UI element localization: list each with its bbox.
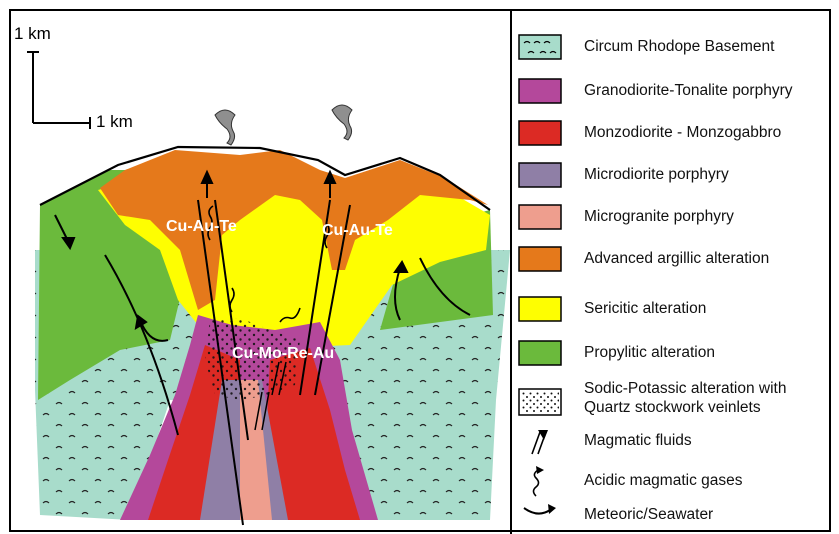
microgranite-swatch <box>518 204 562 230</box>
argillic-swatch <box>518 246 562 272</box>
legend-item-argillic: Advanced argillic alteration <box>518 246 836 282</box>
legend-divider <box>510 9 512 534</box>
legend-item-granodiorite: Granodiorite-Tonalite porphyry <box>518 78 836 114</box>
legend-label: Advanced argillic alteration <box>584 250 769 268</box>
legend-item-propylitic: Propylitic alteration <box>518 340 836 376</box>
legend-item-microdiorite: Microdiorite porphyry <box>518 162 836 198</box>
legend-item-microgranite: Microgranite porphyry <box>518 204 836 240</box>
basement-swatch <box>518 34 562 60</box>
propylitic-swatch <box>518 340 562 366</box>
ore-label-right: Cu-Au-Te <box>322 222 393 240</box>
legend-label: Monzodiorite - Monzogabbro <box>584 124 781 142</box>
legend-label: Sodic-Potassic alteration with <box>584 380 786 398</box>
scale-bar <box>27 52 90 129</box>
smoke-plumes <box>215 105 352 145</box>
legend-label: Microdiorite porphyry <box>584 166 729 184</box>
squiggle-arrow-icon <box>518 466 562 498</box>
legend-label: Meteoric/Seawater <box>584 506 713 524</box>
microdiorite-swatch <box>518 162 562 188</box>
legend-label-line2: Quartz stockwork veinlets <box>584 399 761 417</box>
legend-label: Acidic magmatic gases <box>584 472 743 490</box>
legend-label: Microgranite porphyry <box>584 208 734 226</box>
monzodiorite-swatch <box>518 120 562 146</box>
legend-label: Granodiorite-Tonalite porphyry <box>584 82 793 100</box>
ore-label-center: Cu-Mo-Re-Au <box>232 345 334 363</box>
legend-item-magmatic-fluids: Magmatic fluids <box>518 428 836 464</box>
porphyry-cross-section <box>0 0 510 534</box>
double-arrow-icon <box>518 428 562 458</box>
legend-label: Magmatic fluids <box>584 432 692 450</box>
legend-item-sericitic: Sericitic alteration <box>518 296 836 332</box>
legend-item-basement: Circum Rhodope Basement <box>518 34 836 70</box>
curved-arrow-icon <box>518 500 562 530</box>
legend-label: Sericitic alteration <box>584 300 706 318</box>
sericitic-swatch <box>518 296 562 322</box>
legend-label: Propylitic alteration <box>584 344 715 362</box>
dots-swatch <box>518 388 562 416</box>
legend-item-acidic-gases: Acidic magmatic gases <box>518 466 836 502</box>
scale-vertical-label: 1 km <box>14 24 51 44</box>
legend-label: Circum Rhodope Basement <box>584 38 774 56</box>
scale-horizontal-label: 1 km <box>96 112 133 132</box>
legend-item-sodic-potassic: Sodic-Potassic alteration with Quartz st… <box>518 382 836 426</box>
legend-item-meteoric: Meteoric/Seawater <box>518 500 836 530</box>
ore-label-left: Cu-Au-Te <box>166 218 237 236</box>
legend-item-monzodiorite: Monzodiorite - Monzogabbro <box>518 120 836 156</box>
granodiorite-swatch <box>518 78 562 104</box>
